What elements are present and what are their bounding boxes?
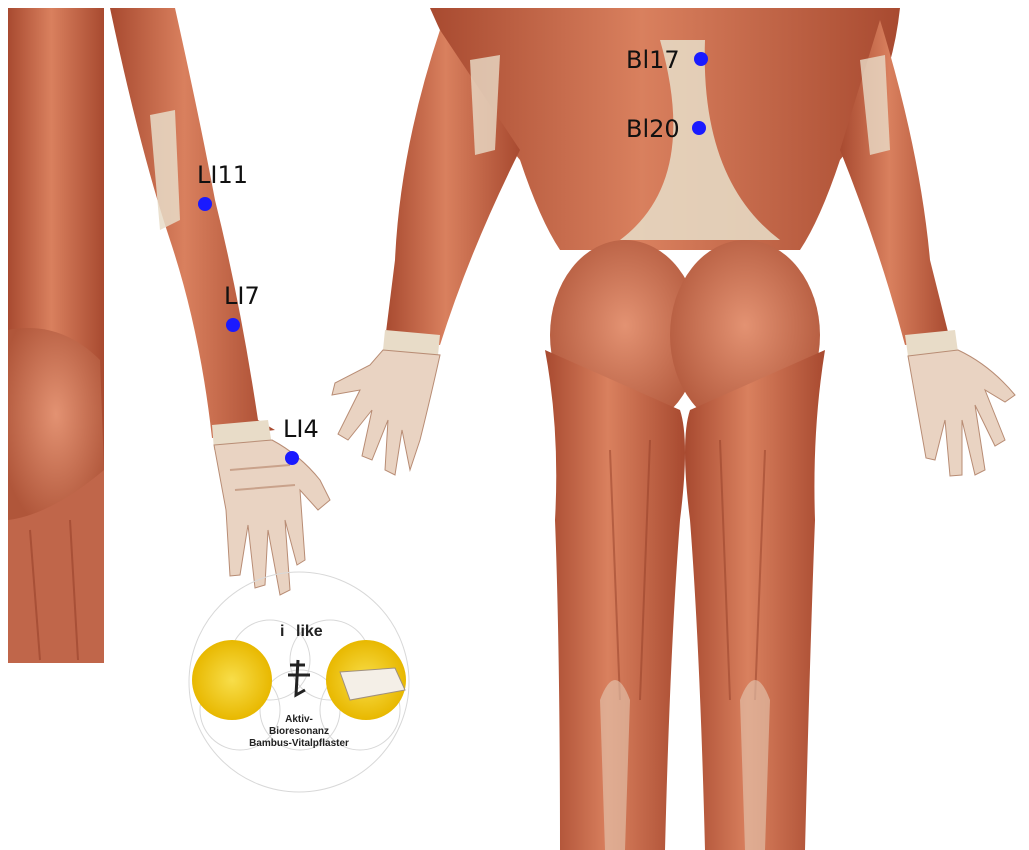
- arm-illustration: [110, 8, 330, 595]
- logo-brand-left: i: [280, 623, 284, 640]
- logo-line1: Aktiv-: [285, 714, 313, 725]
- logo-line2: Bioresonanz: [269, 726, 329, 737]
- point-li4: LI4: [283, 415, 319, 465]
- point-marker: [285, 451, 299, 465]
- point-label: Bl17: [626, 46, 680, 74]
- point-label: LI11: [197, 161, 248, 189]
- point-marker: [198, 197, 212, 211]
- point-label: LI4: [283, 415, 319, 443]
- logo-brand-right: like: [296, 623, 323, 640]
- point-li11: LI11: [197, 161, 248, 211]
- point-marker: [694, 52, 708, 66]
- logo-sun-left: [192, 640, 272, 720]
- point-marker: [692, 121, 706, 135]
- point-label: LI7: [224, 282, 260, 310]
- point-label: Bl20: [626, 115, 680, 143]
- product-logo: i like Aktiv- Bioresonanz Bambus-Vitalpf…: [185, 572, 413, 792]
- point-marker: [226, 318, 240, 332]
- logo-line3: Bambus-Vitalpflaster: [249, 738, 349, 749]
- left-partial-body: [8, 8, 104, 663]
